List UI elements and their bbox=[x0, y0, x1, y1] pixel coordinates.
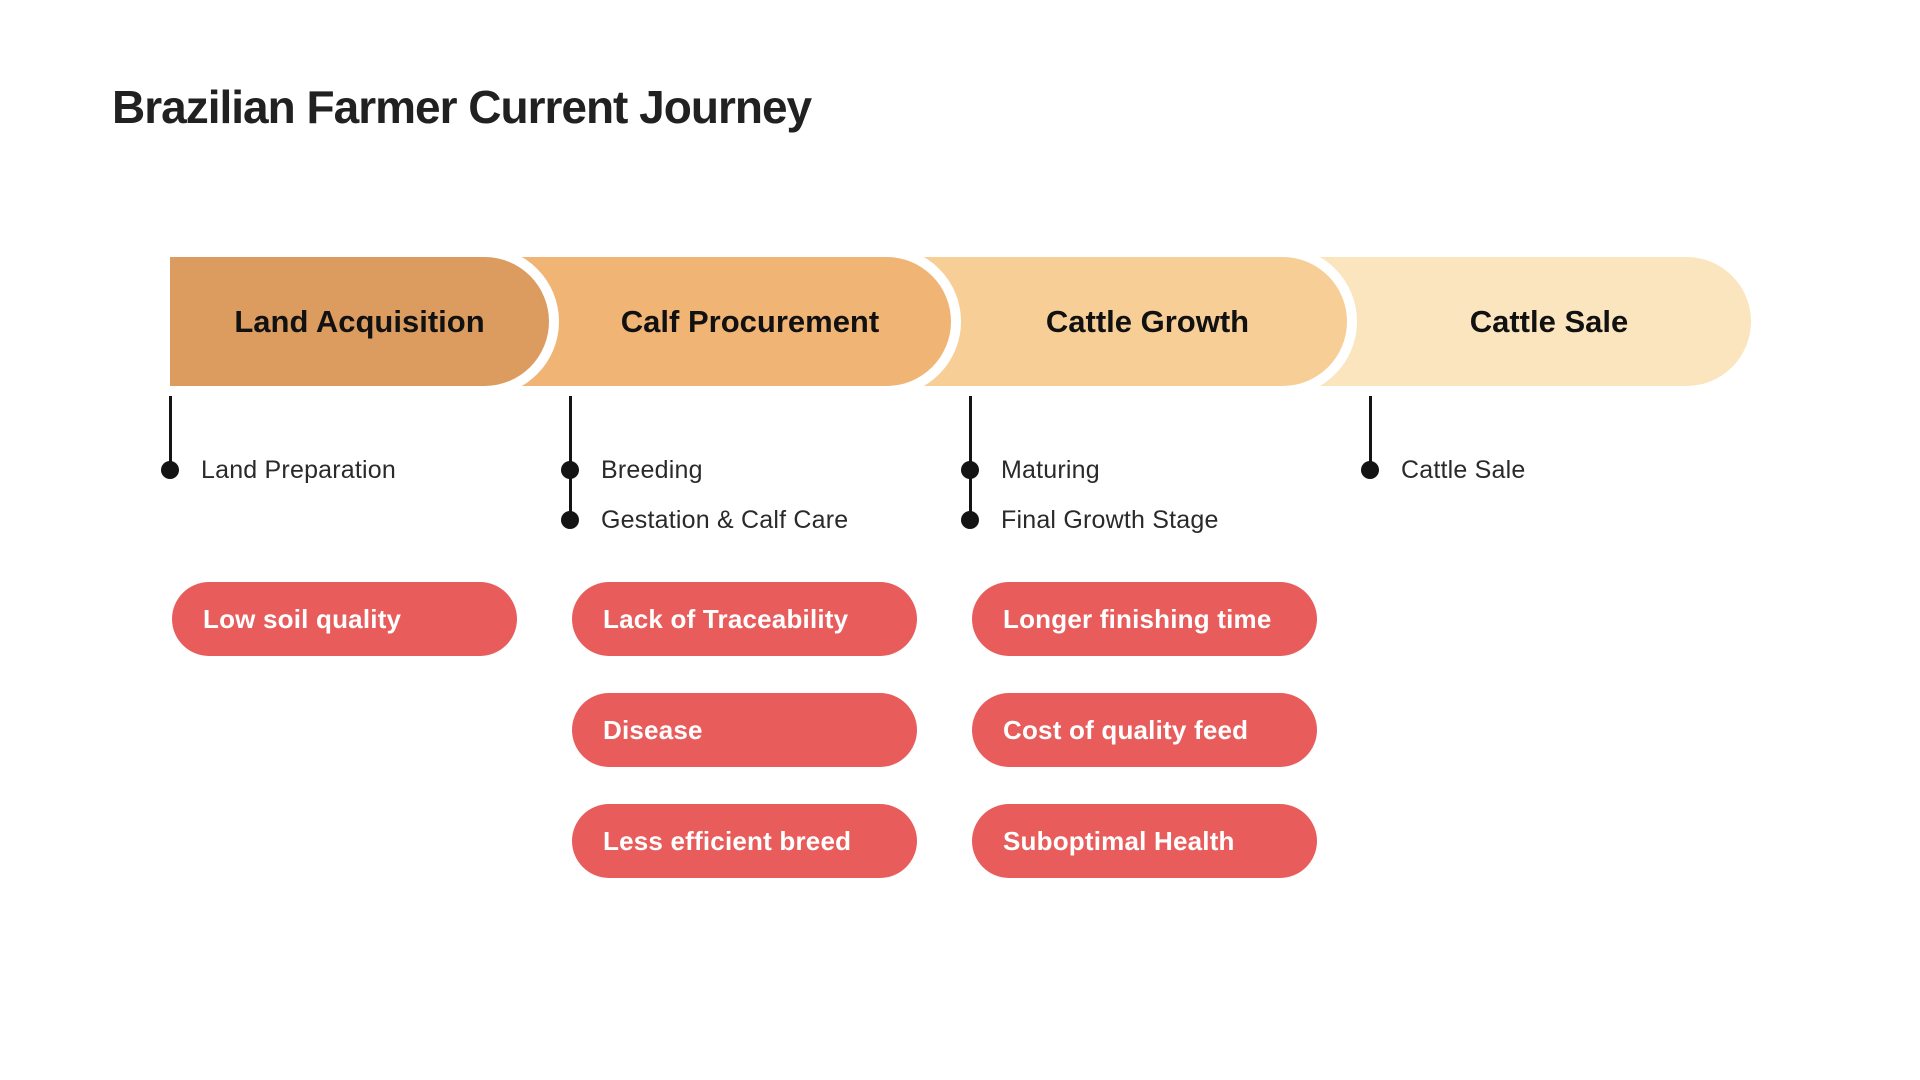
pain-point-pill: Suboptimal Health bbox=[972, 804, 1317, 878]
milestone-dot bbox=[161, 461, 179, 479]
stage-pill-calf-procurement: Calf Procurement bbox=[480, 257, 951, 386]
milestone-item: Cattle Sale bbox=[1361, 455, 1526, 484]
pain-point-label: Low soil quality bbox=[203, 603, 402, 634]
stage-label: Land Acquisition bbox=[234, 303, 485, 339]
milestone-label: Maturing bbox=[1001, 455, 1100, 484]
connector-line bbox=[168, 387, 172, 471]
milestone-dot bbox=[1361, 461, 1379, 479]
milestone-dot bbox=[561, 511, 579, 529]
pain-point-pill: Disease bbox=[572, 693, 917, 767]
pain-point-label: Suboptimal Health bbox=[1003, 825, 1235, 856]
pain-point-pill: Cost of quality feed bbox=[972, 693, 1317, 767]
pain-point-pill: Lack of Traceability bbox=[572, 582, 917, 656]
connector-line bbox=[968, 387, 972, 521]
milestone-label: Final Growth Stage bbox=[1001, 505, 1219, 534]
stage-label: Cattle Sale bbox=[1469, 303, 1629, 339]
milestone-label: Land Preparation bbox=[201, 455, 397, 484]
milestone-item: Breeding bbox=[561, 455, 703, 484]
milestone-dot bbox=[961, 461, 979, 479]
milestone-item: Final Growth Stage bbox=[961, 505, 1219, 534]
milestone-item: Land Preparation bbox=[161, 455, 397, 484]
pain-point-label: Cost of quality feed bbox=[1003, 714, 1249, 745]
milestone-label: Breeding bbox=[601, 455, 703, 484]
pain-point-label: Less efficient breed bbox=[603, 825, 852, 856]
stage-label: Calf Procurement bbox=[620, 303, 880, 339]
connector-line bbox=[568, 387, 572, 521]
pain-point-pill: Low soil quality bbox=[172, 582, 517, 656]
page-title: Brazilian Farmer Current Journey bbox=[112, 81, 812, 133]
milestone-label: Cattle Sale bbox=[1401, 455, 1526, 484]
pain-point-pill: Longer finishing time bbox=[972, 582, 1317, 656]
stage-pill-land-acquisition: Land Acquisition bbox=[170, 257, 549, 386]
stage-pill-cattle-growth: Cattle Growth bbox=[880, 257, 1347, 386]
milestone-item: Maturing bbox=[961, 455, 1100, 484]
milestone-dot bbox=[561, 461, 579, 479]
milestone-label: Gestation & Calf Care bbox=[601, 505, 849, 534]
milestone-item: Gestation & Calf Care bbox=[561, 505, 849, 534]
pain-point-pill: Less efficient breed bbox=[572, 804, 917, 878]
stage-label: Cattle Growth bbox=[1045, 303, 1250, 339]
pain-point-label: Lack of Traceability bbox=[603, 603, 849, 634]
stage-pill-cattle-sale: Cattle Sale bbox=[1280, 257, 1751, 386]
milestone-dot bbox=[961, 511, 979, 529]
connector-line bbox=[1368, 387, 1372, 471]
pain-point-label: Longer finishing time bbox=[1003, 603, 1272, 634]
pain-point-label: Disease bbox=[603, 714, 703, 745]
